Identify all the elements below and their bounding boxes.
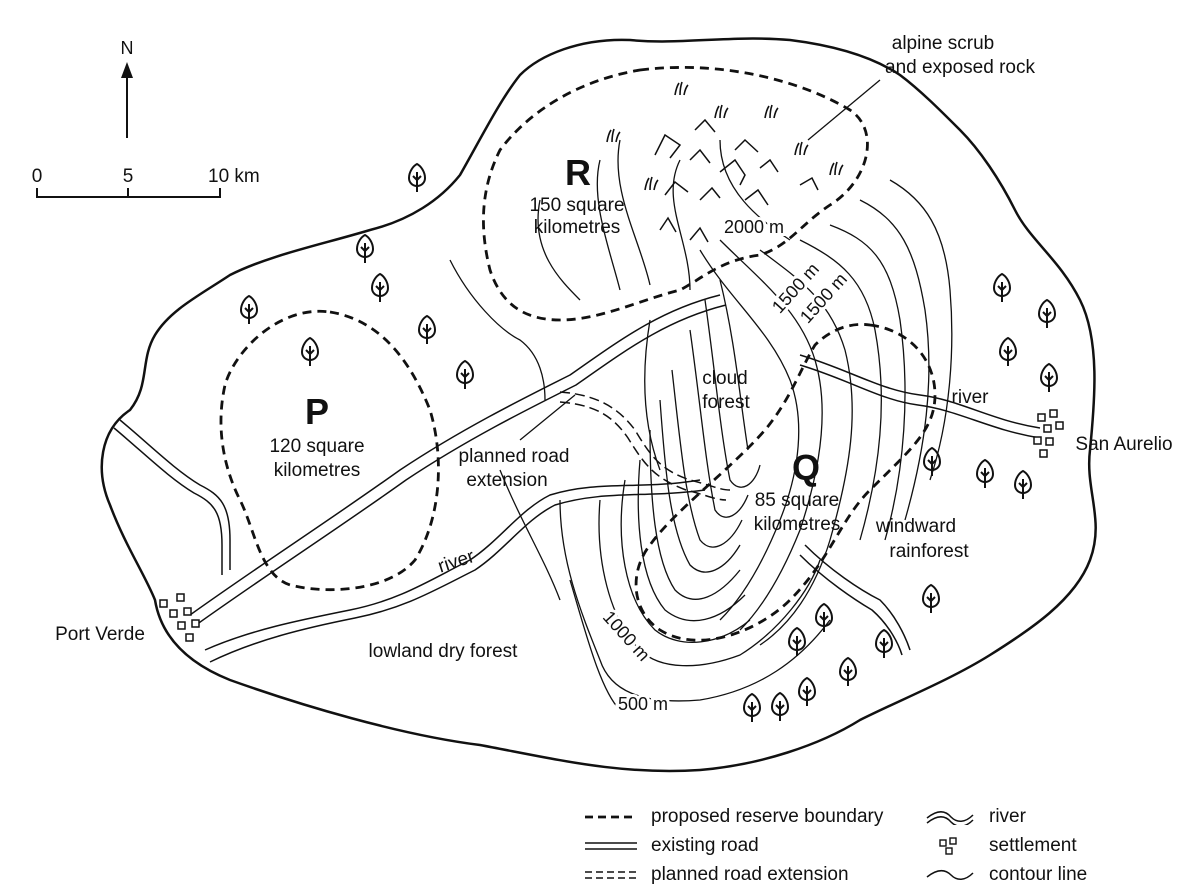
planned-road-label-line2: extension (466, 470, 547, 491)
scale-bar (36, 188, 221, 198)
alpine-leader-line (807, 79, 881, 141)
legend-label-reserve-boundary: proposed reserve boundary (651, 806, 884, 827)
lowland-label: lowland dry forest (369, 641, 519, 662)
planned-road-leader-line (519, 394, 576, 441)
contour-lines (449, 139, 953, 711)
reserve-boundary-q (634, 322, 937, 642)
zone-area-p-line2: kilometres (274, 460, 361, 481)
river-southeast (799, 544, 911, 656)
alpine-label-line1: alpine scrub (892, 33, 994, 54)
legend-item-reserve-boundary: proposed reserve boundary (585, 804, 883, 830)
contour-label-500: 500 m (618, 694, 668, 714)
planned-road-symbol-icon (585, 871, 637, 879)
map-legend: proposed reserve boundary existing road … (585, 800, 1145, 892)
scale-tick-0: 0 (32, 166, 43, 187)
river-symbol-icon (926, 811, 974, 825)
settlement-san-aurelio-icon (1033, 409, 1064, 458)
legend-item-contour: contour line (925, 862, 1087, 888)
cloud-forest-label-line2: forest (702, 392, 750, 413)
legend-item-settlement: settlement (925, 833, 1077, 859)
river-west-label: river (435, 546, 477, 578)
zone-area-r-line1: 150 square (529, 195, 624, 216)
zone-letter-q: Q (792, 447, 820, 488)
zone-area-q-line2: kilometres (754, 514, 841, 535)
legend-label-contour: contour line (989, 864, 1088, 885)
legend-item-planned-road: planned road extension (585, 862, 849, 888)
contour-symbol-icon (926, 870, 974, 880)
contour-label-2000: 2000 m (724, 217, 784, 237)
san-aurelio-label: San Aurelio (1075, 434, 1172, 455)
zone-area-p-line1: 120 square (269, 436, 364, 457)
reserve-boundaries (219, 66, 937, 642)
river-east (799, 354, 1041, 439)
north-label: N (121, 38, 134, 58)
contour-label-1000: 1000 m (599, 607, 654, 665)
legend-item-river: river (925, 804, 1026, 830)
alpine-rock-symbols (654, 118, 819, 243)
scale-tick-10: 10 km (208, 166, 260, 187)
zone-area-q-line1: 85 square (755, 490, 840, 511)
windward-label-line1: windward (875, 516, 956, 537)
zone-letter-p: P (305, 391, 329, 432)
legend-label-planned-road: planned road extension (651, 864, 849, 885)
alpine-tuft-symbols (606, 81, 844, 191)
planned-road-label-line1: planned road (459, 446, 570, 467)
cloud-forest-label-line1: cloud (702, 368, 747, 389)
legend-label-settlement: settlement (989, 835, 1077, 856)
port-verde-label: Port Verde (55, 624, 145, 645)
settlement-symbol-icon (939, 837, 957, 855)
legend-label-existing-road: existing road (651, 835, 759, 856)
scale-tick-5: 5 (123, 166, 134, 187)
river-west (204, 479, 706, 663)
north-arrow-icon (121, 62, 133, 138)
zone-letter-r: R (565, 152, 591, 193)
alpine-label-line2: and exposed rock (885, 57, 1035, 78)
river-east-label: river (952, 387, 990, 408)
zone-area-r-line2: kilometres (534, 217, 621, 238)
windward-label-line2: rainforest (889, 541, 969, 562)
existing-road (113, 294, 727, 626)
planned-road-extension (559, 391, 731, 501)
legend-item-existing-road: existing road (585, 833, 759, 859)
island-coastline (100, 37, 1097, 773)
settlement-port-verde-icon (159, 593, 200, 642)
existing-road-symbol-icon (585, 842, 637, 850)
reserve-boundary-symbol-icon (585, 815, 637, 819)
reserve-boundary-r (482, 66, 869, 322)
legend-label-river: river (989, 806, 1026, 827)
